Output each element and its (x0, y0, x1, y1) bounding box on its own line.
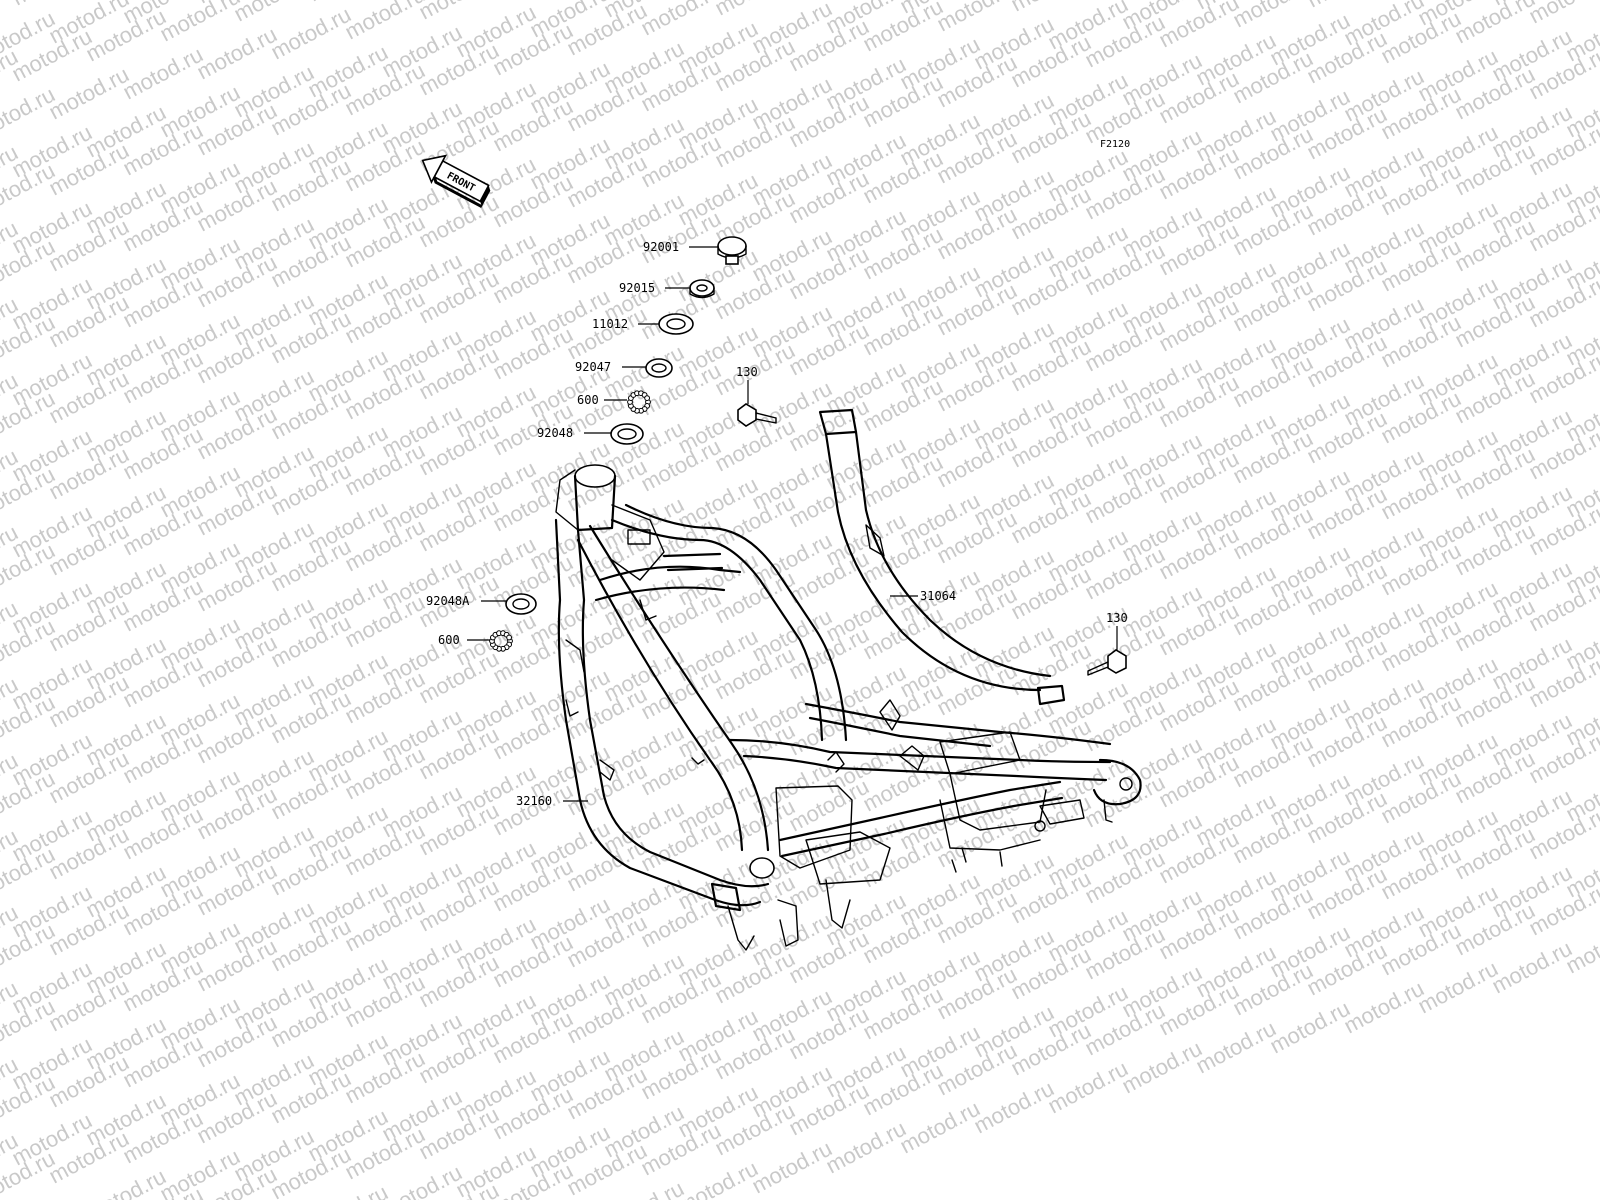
watermark-text: motod.ru (1044, 1056, 1132, 1119)
callout-130-upper: 130 (736, 365, 758, 379)
watermark-text: motod.ru (1488, 936, 1576, 999)
part-32160-main-frame (554, 464, 1142, 951)
callout-92001: 92001 (643, 240, 679, 254)
part-130-bolt-lower (1087, 649, 1127, 676)
part-92048a-race (505, 593, 537, 615)
part-92047-race (645, 358, 673, 378)
watermark-text: motod.ru (1118, 1036, 1206, 1099)
callout-600-lower: 600 (438, 633, 460, 647)
watermark-text: motod.ru (970, 1076, 1058, 1139)
watermark-text: motod.ru (1266, 996, 1354, 1059)
watermark-text: motod.ru (822, 1116, 910, 1179)
part-130-bolt-upper (737, 403, 777, 427)
callout-11012: 11012 (592, 317, 628, 331)
callout-600-upper: 600 (577, 393, 599, 407)
watermark-text: motod.ru (1192, 1016, 1280, 1079)
part-92001-stem-nut (717, 236, 747, 265)
watermark-text: motod.ru (637, 0, 725, 40)
callout-92015: 92015 (619, 281, 655, 295)
callout-92048a: 92048A (426, 594, 470, 608)
part-11012-cap (658, 313, 694, 335)
watermark-text: motod.ru (82, 1164, 170, 1200)
watermark-text: motod.ru (45, 62, 133, 125)
part-600-ball-bearing (627, 390, 651, 414)
part-92015-nut (689, 279, 715, 299)
callout-92048: 92048 (537, 426, 573, 440)
watermark-text: motod.ru (748, 1136, 836, 1199)
callout-31064: 31064 (920, 589, 956, 603)
watermark-text: motod.ru (193, 22, 281, 85)
callout-130-lower: 130 (1106, 611, 1128, 625)
watermark-text: motod.ru (267, 2, 355, 65)
watermark-text: motod.ru (341, 0, 429, 44)
watermark-text: motod.ru (896, 1096, 984, 1159)
callout-92047: 92047 (575, 360, 611, 374)
bearing-ball (644, 395, 651, 401)
figure-code: F2120 (1100, 139, 1130, 150)
callout-32160: 32160 (516, 794, 552, 808)
watermark-text: motod.ru (1340, 976, 1428, 1039)
leader-lines (467, 246, 1118, 802)
part-92048-race (610, 423, 644, 445)
watermark-text: motod.ru (119, 42, 207, 105)
part-600-ball-bearing-lower (489, 630, 513, 652)
part-31064-frame-tube (818, 408, 1066, 706)
callout-labels: 92001 92015 11012 92047 600 92048 130 31… (426, 240, 1128, 808)
watermark-text: motod.ru (1414, 956, 1502, 1019)
bearing-ball (506, 634, 513, 641)
